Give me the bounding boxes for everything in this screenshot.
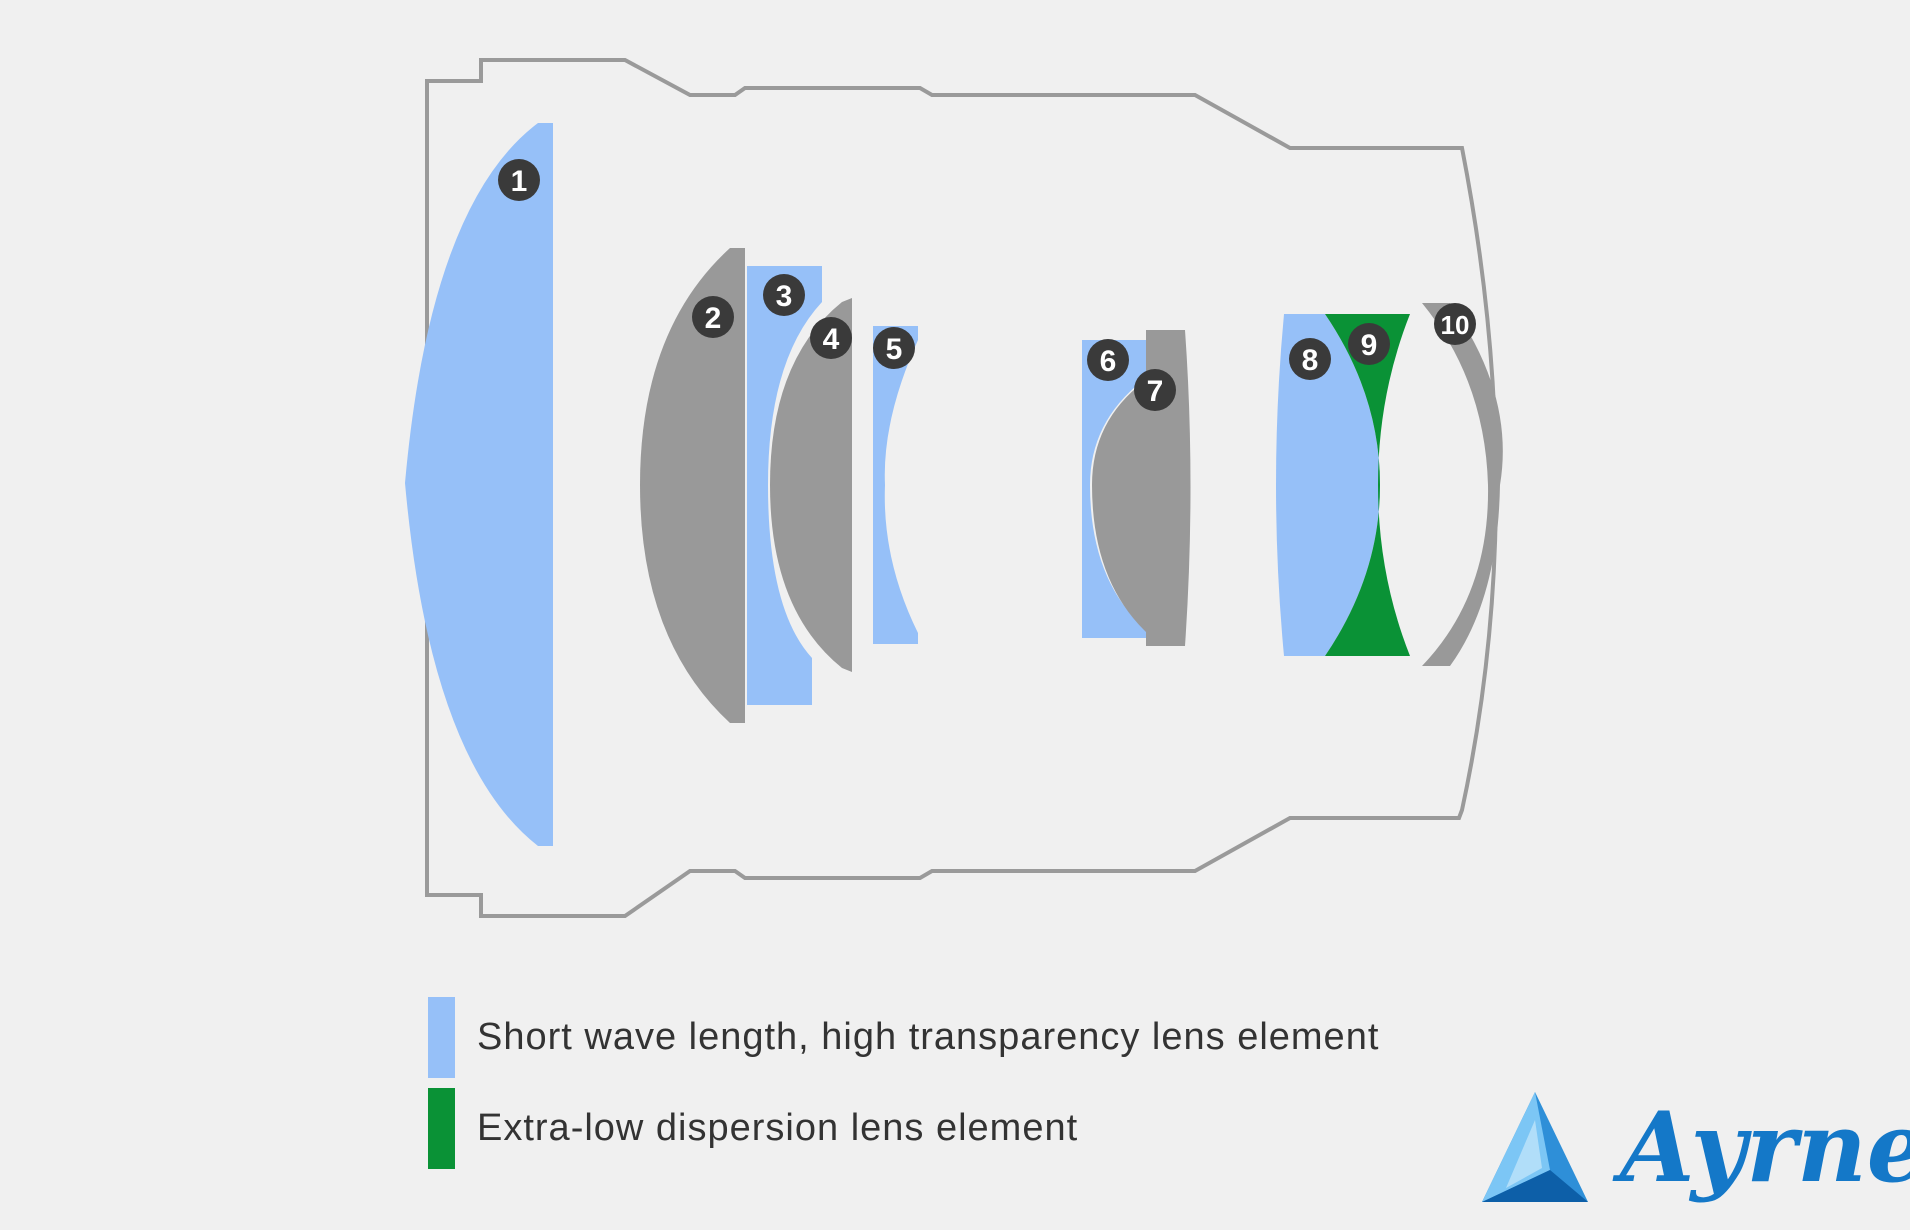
lens-element-8 — [1276, 314, 1380, 656]
badge-8: 8 — [1289, 338, 1331, 380]
badge-6-label: 6 — [1100, 345, 1117, 378]
badge-3-circle — [763, 274, 805, 316]
badge-7: 7 — [1134, 369, 1176, 411]
brand-name: Ayrne — [1620, 1091, 1910, 1204]
badge-1: 1 — [498, 159, 540, 201]
badge-1-circle — [498, 159, 540, 201]
lens-element-7 — [1092, 330, 1191, 646]
lens-element-9 — [1325, 314, 1410, 656]
brand-logo: Ayrne — [1480, 1090, 1910, 1205]
badge-8-label: 8 — [1302, 344, 1319, 377]
lens-element-1 — [405, 123, 553, 846]
badge-10-circle — [1434, 303, 1476, 345]
badge-3-label: 3 — [776, 280, 793, 313]
badge-5-label: 5 — [886, 333, 903, 366]
lens-element-4 — [770, 298, 852, 672]
badge-9: 9 — [1348, 323, 1390, 365]
badge-1-label: 1 — [511, 165, 528, 198]
badge-9-label: 9 — [1361, 329, 1378, 362]
legend-item-short-wave: Short wave length, high transparency len… — [428, 997, 1379, 1078]
badge-2: 2 — [692, 296, 734, 338]
badge-4-circle — [810, 317, 852, 359]
badge-10: 10 — [1434, 303, 1476, 345]
lens-element-5 — [873, 326, 918, 644]
extra-low-swatch — [428, 1088, 455, 1169]
badge-2-label: 2 — [705, 302, 722, 335]
badge-2-circle — [692, 296, 734, 338]
badge-6-circle — [1087, 339, 1129, 381]
badge-9-circle — [1348, 323, 1390, 365]
badge-8-circle — [1289, 338, 1331, 380]
lens-element-2 — [640, 248, 745, 723]
badge-6: 6 — [1087, 339, 1129, 381]
badge-5: 5 — [873, 327, 915, 369]
badge-10-label: 10 — [1441, 310, 1470, 340]
lens-element-3 — [747, 266, 822, 705]
badge-7-label: 7 — [1147, 375, 1164, 408]
badge-3: 3 — [763, 274, 805, 316]
legend-label-extra-low: Extra-low dispersion lens element — [477, 1107, 1079, 1149]
badge-4: 4 — [810, 317, 852, 359]
badge-5-circle — [873, 327, 915, 369]
badge-4-label: 4 — [823, 323, 840, 356]
lens-element-10 — [1422, 303, 1503, 666]
badge-7-circle — [1134, 369, 1176, 411]
legend-label-short-wave: Short wave length, high transparency len… — [477, 1016, 1380, 1058]
short-wave-swatch — [428, 997, 455, 1078]
lens-element-6 — [1082, 340, 1146, 638]
legend-item-extra-low: Extra-low dispersion lens element — [428, 1088, 1078, 1169]
triangle-logo-icon — [1482, 1092, 1588, 1202]
